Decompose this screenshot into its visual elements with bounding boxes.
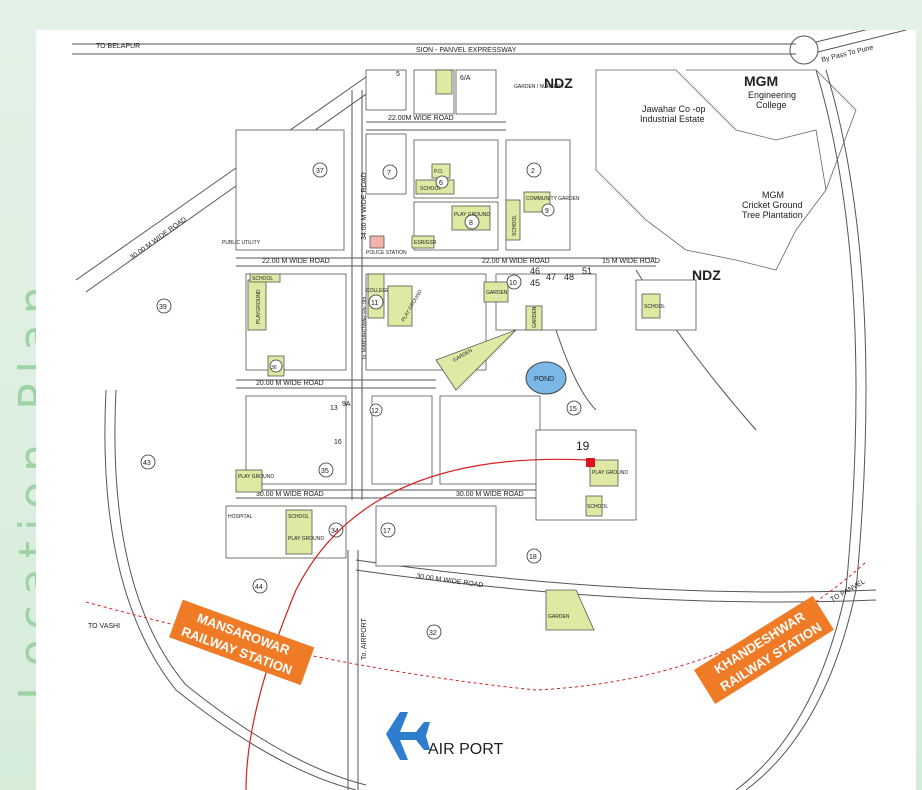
- school-plot-1-label: SCHOOL: [252, 276, 273, 282]
- road-30m-a: 30.00 M WIDE ROAD: [256, 491, 324, 498]
- road-15m: 15 M WIDE ROAD: [602, 258, 660, 265]
- sector-16: 16: [334, 439, 342, 446]
- playground-plot-5-label: PLAY GROUND: [288, 536, 324, 542]
- pond-label: POND: [534, 376, 554, 383]
- mgm-label: MGM: [744, 73, 778, 89]
- playground-plot-3: [387, 285, 413, 327]
- sector-35: 36: [271, 365, 277, 371]
- flight-path: [245, 458, 587, 790]
- ndz-region: NDZ NDZ MGM Engineering College Jawahar …: [544, 69, 857, 283]
- sector-44: 46: [530, 266, 540, 276]
- road-30m-b: 30.00 M WIDE ROAD: [456, 491, 524, 498]
- sector-10: 10: [509, 280, 517, 287]
- sector-6a: 6/A: [460, 75, 471, 82]
- garden-plot-1: [483, 281, 509, 303]
- police-station-label: POLICE STATION: [366, 250, 407, 256]
- sector-45: 47: [546, 272, 556, 282]
- sector-11: 11: [371, 300, 378, 307]
- school-plot-6-label: SCHOOL: [644, 304, 665, 310]
- sector-12: 12: [371, 408, 379, 415]
- road-to-mansarowar: To. MANSAROWAR Rly. Stn.: [362, 295, 368, 360]
- sector-39: 44: [255, 584, 263, 591]
- jawahar-label-1: Jawahar Co -op: [642, 104, 706, 114]
- mgm-engineering-label: Engineering: [748, 90, 796, 100]
- sector-18: 18: [529, 554, 537, 561]
- sector-32: 32: [429, 630, 437, 637]
- hospital-label: HOSPITAL: [228, 514, 253, 520]
- to-vashi-label: TO VASHI: [88, 623, 120, 630]
- sector-19: 19: [576, 439, 590, 453]
- playground-plot-1-label: PLAYGROUND: [256, 289, 262, 324]
- garden-plot-4-label: GARDEN: [532, 306, 538, 328]
- mgm-cricket-label-3: Tree Plantation: [742, 210, 803, 220]
- sector-38: 43: [143, 460, 151, 467]
- sector-33: 34: [331, 528, 339, 535]
- jawahar-label-2: Industrial Estate: [640, 114, 705, 124]
- site-marker: [586, 458, 595, 467]
- school-plot-4-label: SCHOOL: [288, 514, 309, 520]
- sector-34: 35: [321, 468, 329, 475]
- sector-47: 51: [582, 266, 592, 276]
- esr-plot: [411, 235, 435, 249]
- community-garden-label: COMMUNITY GARDEN: [526, 196, 580, 202]
- garden-nursery-label: GARDEN / NURSERY: [514, 84, 565, 90]
- sector-15: 15: [569, 406, 577, 413]
- playground-plot-4-label: PLAY GROUND: [238, 474, 274, 480]
- garden-plot-3-label: GARDEN: [548, 614, 570, 620]
- garden-plot-1-label: GARDEN: [486, 290, 508, 296]
- school-plot-2-label: SCHOOL: [420, 186, 441, 192]
- ndz-top-label: NDZ: [544, 75, 573, 91]
- garden-plot-3: [545, 589, 595, 631]
- school-plot-3-label: SCHOOL: [512, 215, 518, 236]
- sector-9a: 9A: [342, 401, 351, 408]
- sector-9: 9: [545, 208, 549, 215]
- sector-13: 13: [330, 405, 338, 412]
- sector-numbers: 37 7 6 8 2 9 10 11 39 36 12 13 9A 16 15 …: [140, 71, 592, 640]
- road-22m-left: 22.00 M WIDE ROAD: [262, 258, 330, 265]
- college-label: COLLEGE: [366, 288, 390, 294]
- ndz-right-label: NDZ: [692, 267, 721, 283]
- sector-6: 6: [439, 180, 443, 187]
- pond: [525, 361, 567, 395]
- garden-plot-4: [525, 305, 543, 331]
- police-station-plot: [369, 235, 385, 249]
- road-20m: 20.00 M WIDE ROAD: [256, 380, 324, 387]
- playground-plot-4: [235, 469, 263, 493]
- school-plot-5: [585, 495, 603, 517]
- sector-17: 17: [383, 528, 391, 535]
- mgm-college-label: College: [756, 100, 787, 110]
- sector-37: 39: [159, 304, 167, 311]
- sector-5: 5: [396, 71, 400, 78]
- mgm-cricket-label-2: Cricket Ground: [742, 200, 803, 210]
- roundabout-top: [789, 35, 819, 65]
- airport-label: AIR PORT: [428, 741, 504, 758]
- road-22m-top: 22.00M WIDE ROAD: [388, 115, 454, 122]
- sector-7: 7: [387, 170, 391, 177]
- public-utility-label: PUBLIC UTILITY: [222, 240, 261, 246]
- sector-43: 45: [530, 278, 540, 288]
- school-plot-3: [505, 199, 521, 241]
- sector-2: 2: [531, 168, 535, 175]
- garden-plot-2: [435, 329, 517, 391]
- sector-8: 8: [469, 220, 473, 227]
- sector-36: 37: [316, 168, 324, 175]
- map-canvas: TO BELAPUR SION - PANVEL EXPRESSWAY By P…: [36, 30, 916, 790]
- school-playground-plot: [285, 509, 313, 555]
- sector-46: 48: [564, 272, 574, 282]
- expressway-label: SION - PANVEL EXPRESSWAY: [416, 47, 517, 54]
- playground-plot-19-label: PLAY GROUND: [592, 470, 628, 476]
- school-plot-5-label: SCHOOL: [587, 504, 608, 510]
- esr-label: ESR/GSR: [414, 240, 437, 246]
- mgm-cricket-label-1: MGM: [762, 190, 784, 200]
- airplane-icon: [386, 712, 430, 760]
- road-to-airport: To. AIRPORT: [361, 617, 368, 660]
- school-plot-6: [641, 293, 661, 319]
- to-belapur-label: TO BELAPUR: [96, 43, 140, 50]
- school-plot-1: [249, 273, 281, 283]
- road-34m: 34.00 M WIDE ROAD: [361, 172, 368, 240]
- road-22m-mid: 22.00 M WIDE ROAD: [482, 258, 550, 265]
- po-label: P.O.: [434, 169, 443, 175]
- playground-plot-top: [435, 69, 453, 95]
